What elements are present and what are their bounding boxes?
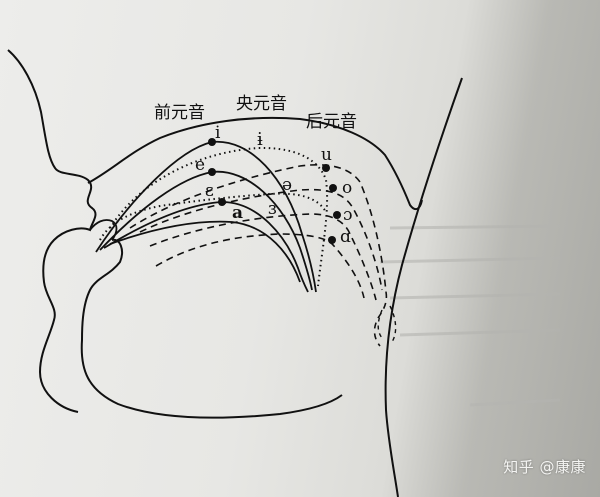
dot-e: [208, 168, 216, 176]
glottis-detail: [377, 305, 397, 343]
vowel-label-script-a: ɑ: [340, 227, 351, 247]
vowel-label-barred-i: ɨ: [257, 129, 263, 150]
bleed-through-marks: [379, 224, 561, 407]
vowel-label-schwa: ə: [282, 175, 292, 195]
tongue-curve-e: [99, 170, 313, 291]
tongue-curve-schwa: [99, 192, 327, 241]
dot-open-o: [333, 211, 341, 219]
vowel-label-open-e: ɛ: [205, 181, 214, 201]
tongue-curve-a: [109, 220, 301, 283]
tongue-position-dots: [208, 138, 341, 244]
vowel-label-u: u: [321, 145, 332, 165]
vowel-label-o: o: [342, 178, 352, 198]
vowel-label-e: e: [195, 155, 205, 175]
pharynx-wall: [384, 77, 463, 497]
dot-i: [208, 138, 216, 146]
vowel-label-a: a: [232, 203, 243, 223]
vowel-label-open-o: ɔ: [343, 205, 353, 225]
jaw-outline: [80, 238, 343, 419]
larynx-dashed-outline: [373, 291, 388, 347]
zhihu-watermark: 知乎 @康康: [503, 458, 586, 476]
dot-open-e: [218, 198, 226, 206]
dot-u: [322, 164, 330, 172]
vowel-label-rev-open-e: ɜ: [268, 199, 277, 219]
tongue-curve-o: [139, 188, 383, 291]
label-front-vowel: 前元音: [154, 103, 205, 123]
dot-o: [329, 184, 337, 192]
dot-script-a: [328, 236, 336, 244]
label-back-vowel: 后元音: [306, 112, 357, 132]
tongue-curve-open-o: [149, 213, 377, 301]
tongue-curve-i: [95, 140, 317, 293]
label-central-vowel: 央元音: [236, 94, 287, 114]
tongue-curve-barred-i: [109, 146, 329, 287]
vowel-label-i: i: [215, 123, 221, 143]
tongue-curve-script-a: [155, 233, 365, 299]
palate-outline: [87, 116, 423, 211]
tongue-contours: [95, 140, 388, 347]
tongue-curve-open-e: [103, 201, 309, 293]
